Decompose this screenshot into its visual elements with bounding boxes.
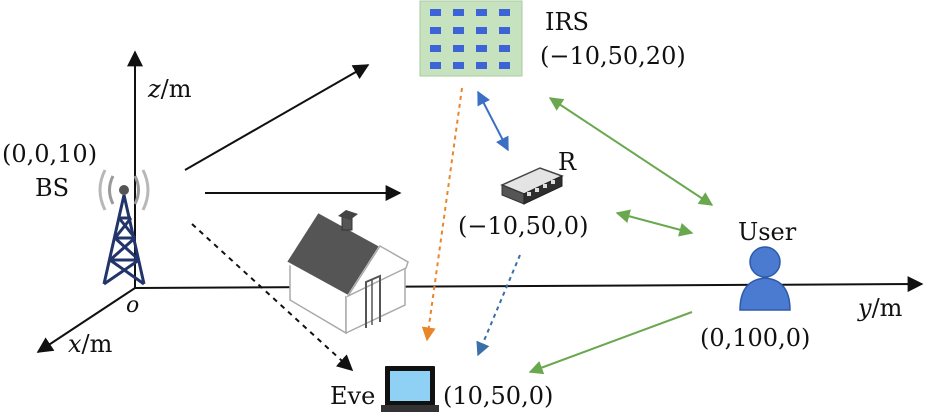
user-person-icon [739,246,791,311]
origin-label: o [126,293,139,318]
irs-element [430,9,441,16]
irs-element [430,45,441,52]
eve-laptop-icon [381,366,439,412]
user-to-eve-link [528,311,693,375]
irs-element [499,27,510,34]
irs-coordinate: (−10,50,20) [540,42,686,70]
axes: z/m y/m x/m o [36,50,924,358]
irs-label: IRS [545,8,589,36]
bs-label: BS [35,174,69,202]
irs-panel-icon [419,0,523,77]
eve-coordinate: (10,50,0) [443,382,553,410]
z-axis-label: z/m [147,75,192,103]
irs-to-eve-link [421,87,463,342]
bs-to-irs-link [184,64,370,171]
irs-element [453,9,464,16]
irs-element [430,27,441,34]
irs-element [476,62,487,69]
x-axis-label: x/m [68,330,113,358]
bs-to-eve-link [191,223,354,372]
irs-element [476,45,487,52]
house-icon [284,210,409,335]
irs-element [453,62,464,69]
irs-element [499,62,510,69]
relay-to-eve-link [476,254,521,357]
eve-label: Eve [330,382,375,410]
user-label: User [738,218,797,246]
irs-element [453,27,464,34]
irs-element [430,62,441,69]
irs-element [453,45,464,52]
relay-coordinate: (−10,50,0) [458,212,588,240]
y-axis-label: y/m [857,294,903,322]
irs-user-link [548,97,714,206]
y-axis [134,276,924,293]
irs-element [499,45,510,52]
links [184,64,714,375]
relay-user-link [615,209,694,237]
bs-tower-icon [98,169,150,286]
irs-relay-link [477,90,509,152]
relay-label: R [558,148,577,176]
x-axis [36,287,136,353]
irs-element [499,9,510,16]
irs-element [476,27,487,34]
irs-element [476,9,487,16]
bs-coordinate: (0,0,10) [2,140,97,168]
user-coordinate: (0,100,0) [700,324,810,352]
relay-router-icon [500,167,564,205]
